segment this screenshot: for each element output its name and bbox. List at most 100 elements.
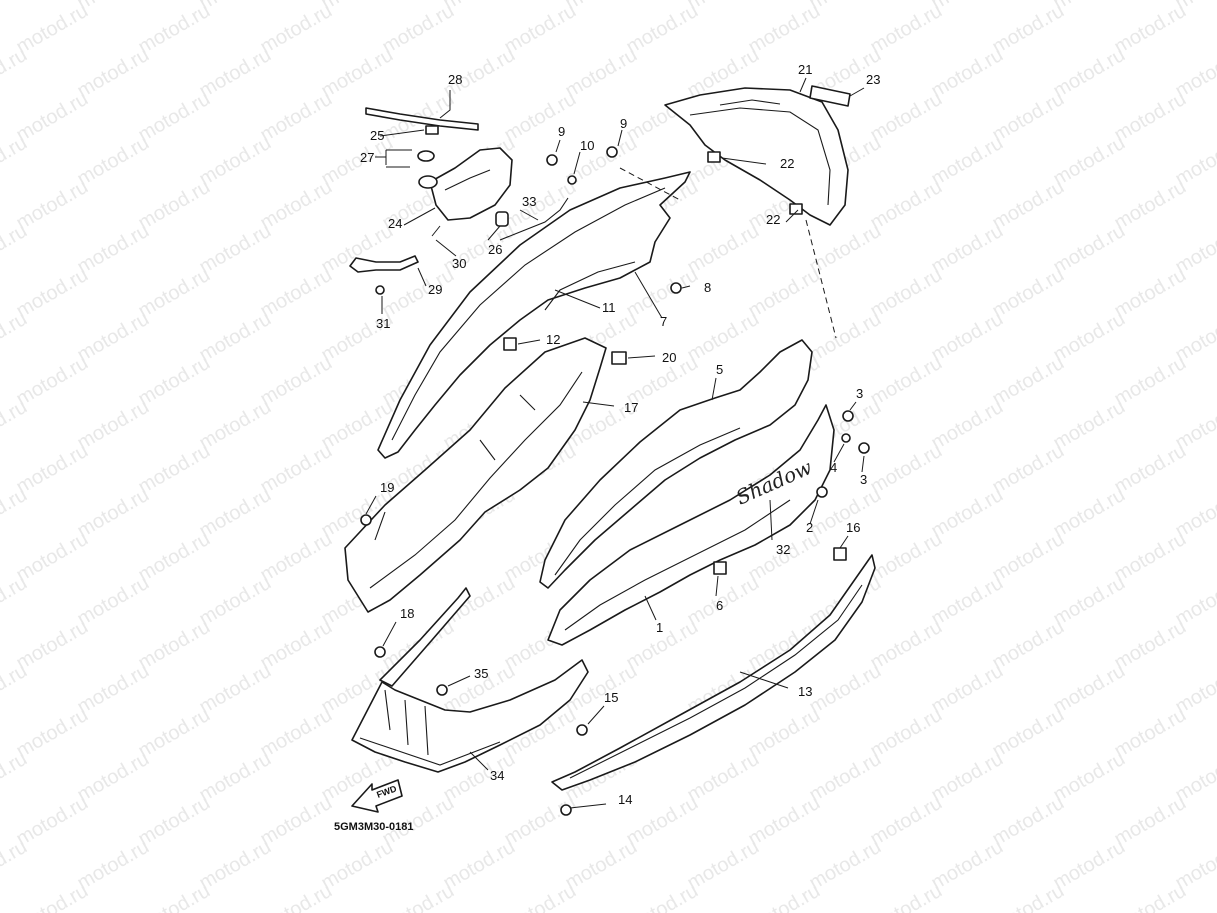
callout-20: 20 — [662, 350, 676, 365]
callout-15: 15 — [604, 690, 618, 705]
watermark-text: motod.ru — [928, 748, 1007, 807]
watermark-text: motod.ru — [684, 836, 763, 895]
watermark-text: motod.ru — [623, 0, 702, 58]
callout-3: 3 — [856, 386, 863, 401]
callout-22: 22 — [766, 212, 780, 227]
callout-23: 23 — [866, 72, 880, 87]
watermark-text: motod.ru — [745, 704, 824, 763]
callout-24: 24 — [388, 216, 402, 231]
watermark-text: motod.ru — [135, 0, 214, 58]
callout-28: 28 — [448, 72, 462, 87]
watermark-text: motod.ru — [13, 352, 92, 411]
watermark-text: motod.ru — [74, 220, 153, 279]
watermark-text: motod.ru — [989, 440, 1068, 499]
watermark-text: motod.ru — [1111, 176, 1190, 235]
callout-3: 3 — [860, 472, 867, 487]
watermark-text: motod.ru — [0, 0, 31, 14]
part-21-tail-cover — [664, 87, 849, 226]
watermark-text: motod.ru — [1111, 704, 1190, 763]
watermark-text: motod.ru — [745, 792, 824, 851]
callout-21: 21 — [798, 62, 812, 77]
watermark-text: motod.ru — [989, 176, 1068, 235]
watermark-text: motod.ru — [74, 572, 153, 631]
watermark-text: motod.ru — [1111, 264, 1190, 323]
callout-27: 27 — [360, 150, 374, 165]
watermark-text: motod.ru — [196, 836, 275, 895]
watermark-text: motod.ru — [135, 880, 214, 913]
watermark-text: motod.ru — [257, 528, 336, 587]
watermark-text: motod.ru — [989, 88, 1068, 147]
watermark-text: motod.ru — [13, 264, 92, 323]
watermark-text: motod.ru — [1111, 880, 1190, 913]
watermark-text: motod.ru — [440, 572, 519, 631]
watermark-text: motod.ru — [13, 616, 92, 675]
watermark-text: motod.ru — [867, 440, 946, 499]
callout-19: 19 — [380, 480, 394, 495]
watermark-text: motod.ru — [1050, 660, 1129, 719]
watermark-text: motod.ru — [1050, 572, 1129, 631]
watermark-text: motod.ru — [1050, 484, 1129, 543]
watermark-text: motod.ru — [1050, 220, 1129, 279]
watermark-text: motod.ru — [1111, 88, 1190, 147]
callout-layer: 1233456789910111213141516171819202122222… — [360, 62, 880, 807]
watermark-text: motod.ru — [74, 132, 153, 191]
watermark-text: motod.ru — [989, 528, 1068, 587]
watermark-text: motod.ru — [135, 792, 214, 851]
watermark-text: motod.ru — [1050, 836, 1129, 895]
watermark-text: motod.ru — [562, 836, 641, 895]
watermark-text: motod.ru — [1111, 616, 1190, 675]
callout-16: 16 — [846, 520, 860, 535]
watermark-text: motod.ru — [867, 88, 946, 147]
watermark-text: motod.ru — [318, 132, 397, 191]
watermark-text: motod.ru — [928, 396, 1007, 455]
part-5-rear-upper-cover — [539, 339, 813, 589]
watermark-text: motod.ru — [135, 440, 214, 499]
watermark-text: motod.ru — [867, 880, 946, 913]
watermark-text: motod.ru — [928, 308, 1007, 367]
callout-10: 10 — [580, 138, 594, 153]
watermark-text: motod.ru — [806, 836, 885, 895]
watermark-text: motod.ru — [13, 176, 92, 235]
watermark-text: motod.ru — [806, 308, 885, 367]
watermark-text: motod.ru — [928, 220, 1007, 279]
watermark-text: motod.ru — [1050, 396, 1129, 455]
watermark-text: motod.ru — [867, 352, 946, 411]
watermark-text: motod.ru — [1050, 44, 1129, 103]
callout-26: 26 — [488, 242, 502, 257]
callout-12: 12 — [546, 332, 560, 347]
callout-11: 11 — [602, 300, 616, 315]
watermark-text: motod.ru — [989, 0, 1068, 58]
part-13-side-rail — [551, 554, 876, 791]
callout-9: 9 — [558, 124, 565, 139]
watermark-text: motod.ru — [135, 88, 214, 147]
watermark-text: motod.ru — [74, 484, 153, 543]
watermark-text: motod.ru — [257, 440, 336, 499]
callout-31: 31 — [376, 316, 390, 331]
watermark-text: motod.ru — [257, 264, 336, 323]
callout-9: 9 — [620, 116, 627, 131]
watermark-text: motod.ru — [379, 0, 458, 58]
watermark-text: motod.ru — [13, 792, 92, 851]
callout-32: 32 — [776, 542, 790, 557]
watermark-text: motod.ru — [196, 660, 275, 719]
callout-6: 6 — [716, 598, 723, 613]
callout-2: 2 — [806, 520, 813, 535]
callout-18: 18 — [400, 606, 414, 621]
watermark-text: motod.ru — [257, 0, 336, 58]
watermark-text: motod.ru — [13, 88, 92, 147]
watermark-text: motod.ru — [867, 616, 946, 675]
small-parts — [349, 85, 870, 816]
callout-13: 13 — [798, 684, 812, 699]
watermark-text: motod.ru — [13, 440, 92, 499]
watermark-text: motod.ru — [623, 792, 702, 851]
part-17-inner-panel — [344, 337, 607, 613]
callout-35: 35 — [474, 666, 488, 681]
watermark-text: motod.ru — [623, 880, 702, 913]
watermark-text: motod.ru — [928, 44, 1007, 103]
watermark-text: motod.ru — [135, 264, 214, 323]
watermark-text: motod.ru — [684, 220, 763, 279]
watermark-text: motod.ru — [989, 616, 1068, 675]
watermark-text: motod.ru — [257, 880, 336, 913]
